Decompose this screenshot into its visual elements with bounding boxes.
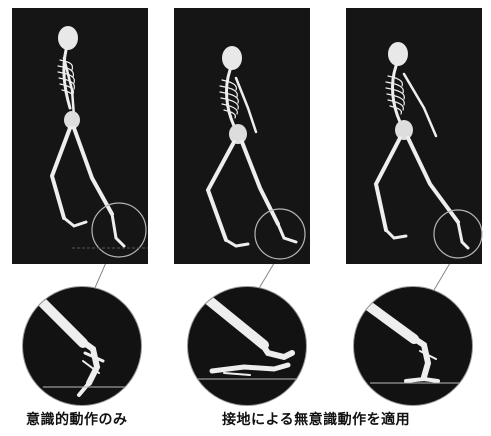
foot-highlight-circle-2: [255, 209, 305, 259]
skeleton-figure-2: [174, 8, 310, 264]
skeleton-figure-1: [12, 8, 148, 264]
skeleton-panel-2: [174, 8, 310, 264]
foot-closeup-3: [354, 287, 472, 405]
foot-zoom-inset-3: [353, 286, 473, 406]
foot-highlight-circle-3: [434, 210, 482, 258]
foot-zoom-inset-1: [22, 286, 142, 406]
caption-ground-contact-unconscious-motion: 接地による無意識動作を適用: [222, 409, 410, 429]
skeleton-panel-1: [12, 8, 148, 264]
skeleton-figure-3: [346, 8, 482, 264]
foot-closeup-1: [23, 287, 141, 405]
foot-closeup-2: [188, 287, 306, 405]
skeleton-panel-3: [346, 8, 482, 264]
caption-conscious-motion-only: 意識的動作のみ: [26, 409, 128, 429]
connector-line-2: [258, 260, 276, 290]
foot-zoom-inset-2: [187, 286, 307, 406]
foot-highlight-circle-1: [92, 203, 146, 257]
